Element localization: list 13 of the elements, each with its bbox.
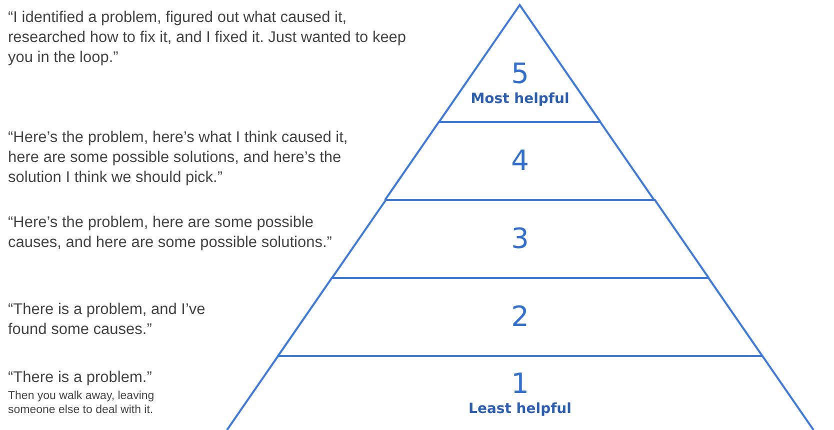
tier-number: 3: [511, 223, 529, 255]
quote-text: “There is a problem, and I’ve found some causes.”: [8, 300, 206, 340]
quote-text: “Here’s the problem, here’s what I think caused it, here are some possible solutions, and here’s the solution I think we should pick.”: [8, 128, 349, 188]
quote-text: “There is a problem.”: [8, 368, 153, 388]
quote-text: “Here’s the problem, here are some possible causes, and here are some possible solutions.”: [8, 213, 333, 253]
tier-number: 4: [511, 145, 529, 177]
tier-number: 1: [511, 368, 529, 400]
tier-number: 5: [511, 58, 529, 90]
quote-text: “I identified a problem, figured out what caused it, researched how to fix it, and I fixed it. Just wanted to keep you in the loop.”: [8, 8, 408, 68]
tier-caption: Least helpful: [468, 400, 572, 418]
note-text: Then you walk away, leaving someone else to deal with it.: [8, 389, 156, 417]
tier-number: 2: [511, 301, 529, 333]
tier-caption: Most helpful: [470, 90, 570, 108]
